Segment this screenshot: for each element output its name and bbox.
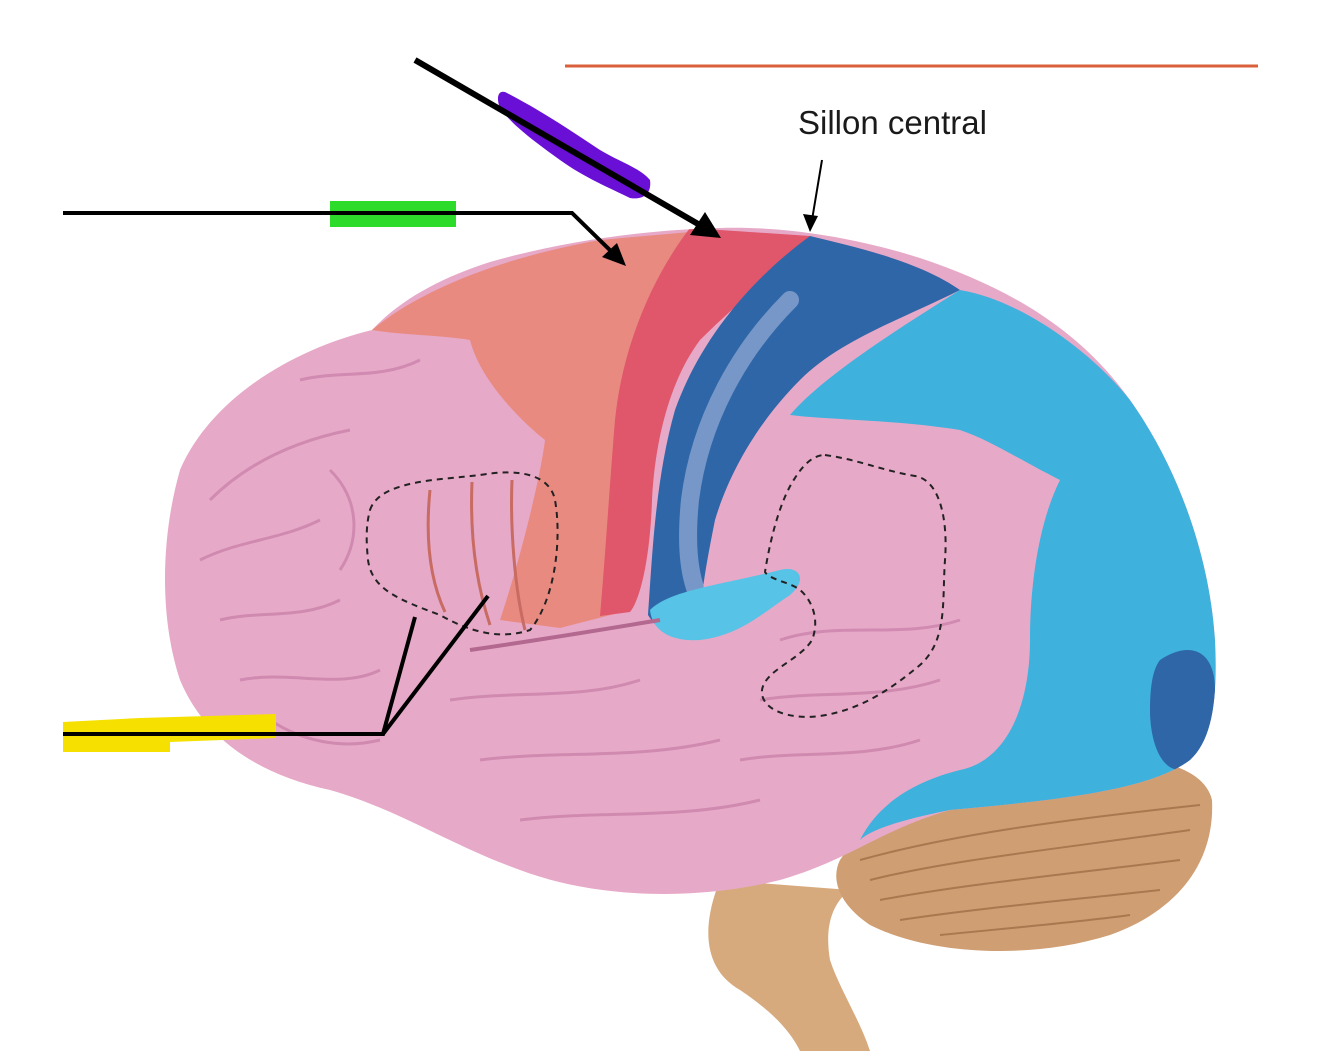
occipital-pole [1150,650,1215,770]
leader-line-central-sulcus [812,160,822,220]
brainstem [708,880,870,1051]
leader-line-motor [415,60,705,228]
arrowhead-central-sulcus [803,214,818,232]
central-sulcus-label: Sillon central [798,104,987,142]
